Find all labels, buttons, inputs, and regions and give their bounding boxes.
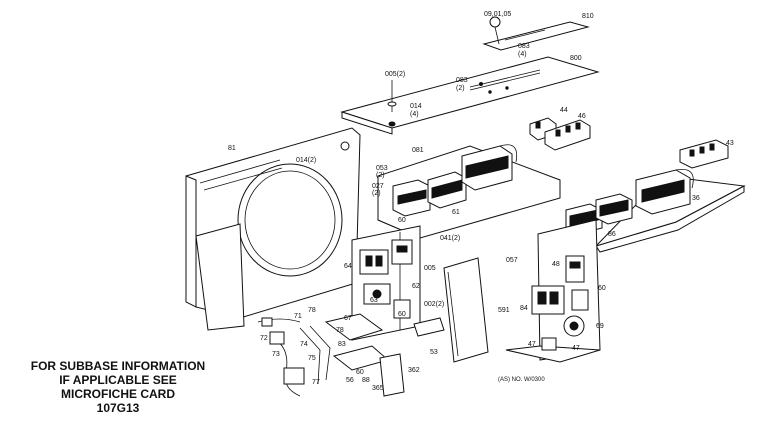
cover-plate-53: [413, 317, 445, 337]
callout: (2): [456, 85, 465, 92]
callout: 005: [424, 265, 436, 272]
callout: (4): [410, 111, 419, 118]
callout: 041(2): [440, 235, 460, 242]
callout: 75: [308, 355, 316, 362]
callout: 46: [578, 113, 586, 120]
callout: 60: [398, 217, 406, 224]
callout: 60: [356, 369, 364, 376]
callout: 56: [346, 377, 354, 384]
right-terminal-43: [679, 139, 729, 169]
callout: (4): [518, 51, 527, 58]
callout: 62: [412, 283, 420, 290]
capacitor-mid: [427, 171, 467, 209]
callout: 77: [312, 379, 320, 386]
right-capacitor-36: [635, 169, 694, 215]
right-component-48: [565, 255, 585, 283]
note-line: IF APPLICABLE SEE: [59, 373, 177, 387]
terminal-block-46: [544, 119, 591, 151]
callout: 73: [272, 351, 280, 358]
callout: 88: [362, 377, 370, 384]
callout: 365: [372, 385, 384, 392]
switch-63: [391, 239, 413, 265]
callout: 74: [300, 341, 308, 348]
callout: 83: [338, 341, 346, 348]
access-panel-591: [443, 257, 489, 363]
callout: 09,01,05: [484, 11, 511, 18]
callout: 78: [336, 327, 344, 334]
callout: 36: [692, 195, 700, 202]
switch-60: [393, 299, 411, 319]
callout: 057: [506, 257, 518, 264]
callout: 47: [572, 345, 580, 352]
bottom-bracket: [324, 313, 405, 397]
callout: (2): [376, 172, 385, 179]
right-component-60: [571, 289, 589, 311]
callout: 43: [726, 140, 734, 147]
callout: 083: [518, 43, 530, 50]
callout: 81: [228, 145, 236, 152]
capacitor-small: [392, 179, 431, 217]
callout: 014: [410, 103, 422, 110]
callout: 61: [452, 209, 460, 216]
top-panel: [340, 56, 600, 135]
callout: 60: [598, 285, 606, 292]
callout: 84: [520, 305, 528, 312]
capacitor-bracket: [377, 145, 561, 239]
callout: 44: [560, 107, 568, 114]
callout: 362: [408, 367, 420, 374]
callout: 86: [608, 231, 616, 238]
callout: 810: [582, 13, 594, 20]
right-relay-84: [531, 285, 565, 315]
right-motor-47: [563, 315, 585, 337]
callout: 71: [294, 313, 302, 320]
callout: 53: [430, 349, 438, 356]
top-cover-plate: [482, 16, 590, 51]
callout: 027: [372, 183, 384, 190]
callout: 60: [398, 311, 406, 318]
callout: 002(2): [424, 301, 444, 308]
callout: 083: [456, 77, 468, 84]
callout: (2): [372, 190, 381, 197]
switch-62: [363, 283, 391, 305]
callout: 081: [412, 147, 424, 154]
subbase-note: FOR SUBBASE INFORMATION IF APPLICABLE SE…: [18, 359, 218, 415]
note-line: 107G13: [96, 401, 140, 415]
right-small-part: [541, 337, 557, 351]
part-number-label: (AS) NO. W/0300: [498, 377, 545, 383]
relay-64: [359, 249, 389, 275]
callout: 78: [308, 307, 316, 314]
callout: 053: [376, 165, 388, 172]
callout: 72: [260, 335, 268, 342]
callout: 69: [596, 323, 604, 330]
callout: 67: [344, 315, 352, 322]
note-line: MICROFICHE CARD: [61, 387, 175, 401]
callout: 47: [528, 341, 536, 348]
right-capacitor-b: [595, 193, 633, 225]
callout: 005(2): [385, 71, 405, 78]
callout: 48: [552, 261, 560, 268]
screw-and-washer: [387, 80, 397, 127]
callouts: 09,01,05 810 083 (4) 083 (2) 800 005(2) …: [228, 11, 734, 392]
callout: 64: [344, 263, 352, 270]
capacitor-large: [461, 144, 518, 191]
note-line: FOR SUBBASE INFORMATION: [30, 359, 206, 373]
callout: 014(2): [296, 157, 316, 164]
callout: 591: [498, 307, 510, 314]
wiring-harness: [257, 317, 331, 397]
callout: 800: [570, 55, 582, 62]
right-control-box: [505, 219, 601, 363]
fan-shroud-panel: [185, 127, 361, 331]
callout: 63: [370, 297, 378, 304]
